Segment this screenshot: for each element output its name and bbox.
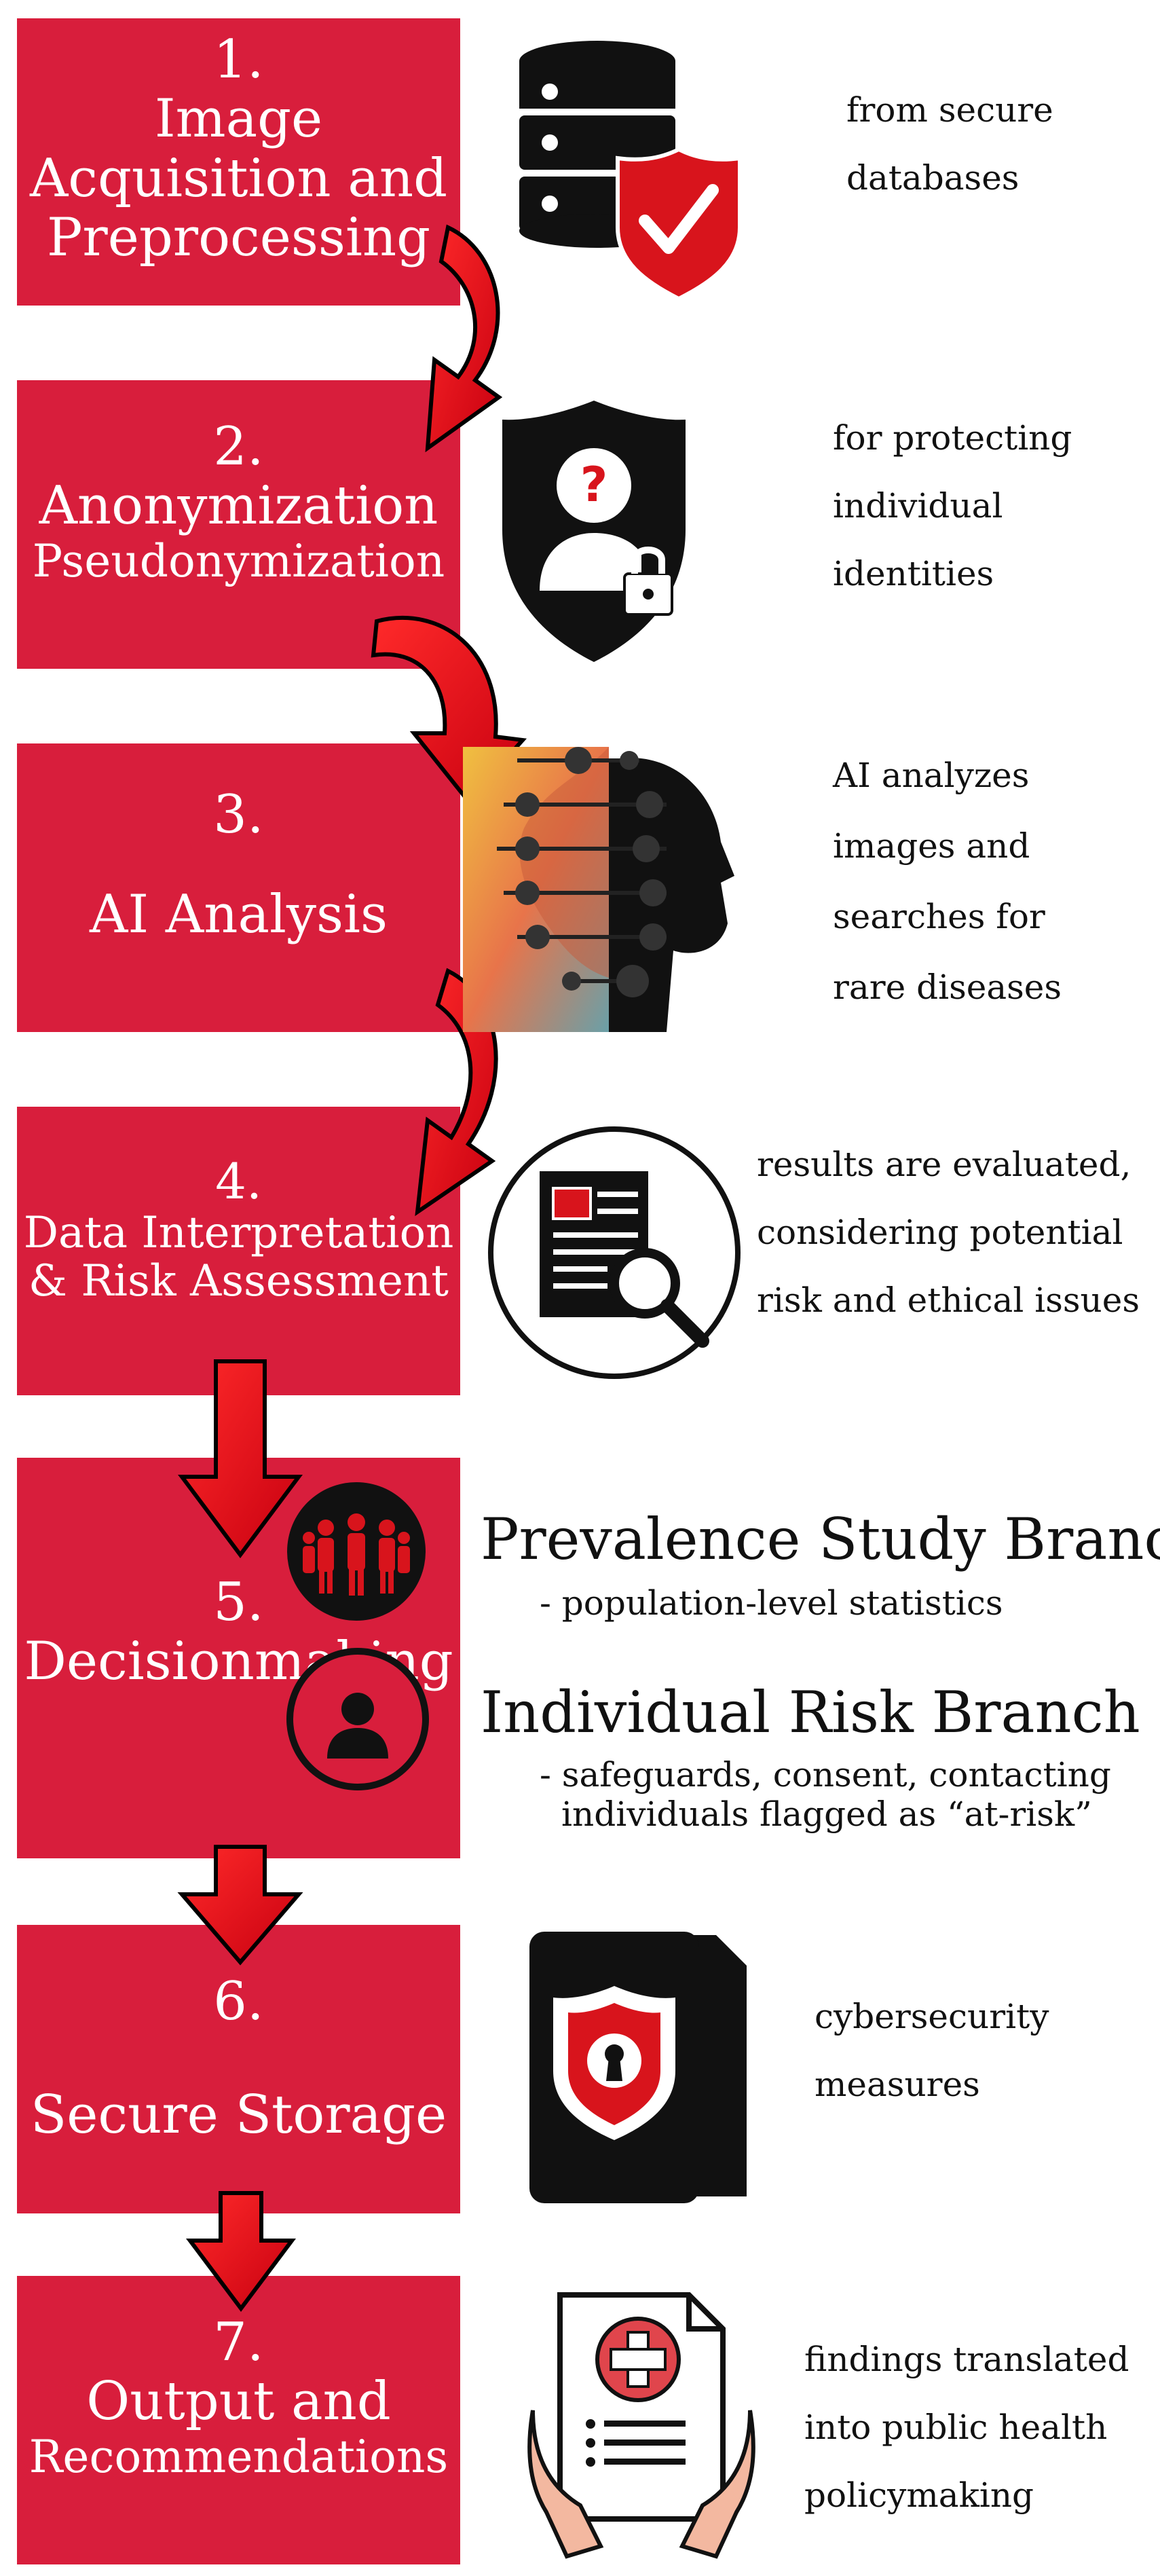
svg-text:?: ? [580,457,608,513]
step-3-description-line-1: AI analyzes [833,756,1030,795]
prevalence-branch-title: Prevalence Study Branch [481,1506,1160,1572]
down-arrow-5-to-6 [177,1845,303,1966]
individual-risk-branch-detail-line-2: individuals flagged as “at-risk” [561,1795,1092,1834]
step-7-box: 7. Output and Recommendations [17,2276,460,2564]
step-1-box: 1. Image Acquisition and Preprocessing [17,18,460,306]
step-4-description-line-3: risk and ethical issues [757,1281,1140,1320]
step-7-title-line-1: Output and [86,2371,391,2433]
face-scan-image-icon [463,747,755,1032]
step-1-number: 1. [213,29,264,90]
step-3-description-line-3: searches for [833,897,1045,936]
step-7-description: findings translated into public health p… [804,2325,1129,2529]
step-2-description-line-3: identities [833,554,994,593]
step-4-box: 4. Data Interpretation & Risk Assessment [17,1107,460,1395]
document-magnifier-icon [488,1126,741,1379]
curved-arrow-1-to-2 [425,224,503,453]
step-4-description: results are evaluated, considering poten… [757,1130,1140,1334]
step-2-title-line-2: Pseudonymization [32,534,445,587]
step-2-title-line-1: Anonymization [39,475,438,537]
step-6-description-line-1: cybersecurity [815,1997,1049,2036]
step-1-description: from secure databases [846,76,1053,212]
step-6-title-line-1: Secure Storage [30,2084,447,2146]
prevalence-branch-detail: - population-level statistics [540,1583,1003,1623]
medical-report-hands-icon [527,2292,755,2559]
down-arrow-6-to-7 [186,2191,296,2312]
lock-shield-folder-icon [529,1932,747,2203]
step-6-number: 6. [213,1971,264,2032]
step-4-description-line-1: results are evaluated, [757,1145,1131,1184]
step-4-title-line-1: Data Interpretation [23,1207,454,1258]
person-icon [286,1648,429,1790]
step-1-title-line-3: Preprocessing [46,207,431,269]
step-7-title-line-2: Recommendations [29,2430,449,2483]
step-2-description-line-2: individual [833,486,1003,526]
step-3-description-line-4: rare diseases [833,968,1062,1007]
step-7-description-line-3: policymaking [804,2476,1034,2515]
step-5-number: 5. [213,1572,264,1633]
step-7-description-line-1: findings translated [804,2340,1129,2379]
step-2-description: for protecting individual identities [833,404,1072,608]
step-7-description-line-2: into public health [804,2408,1108,2447]
step-4-description-line-2: considering potential [757,1213,1123,1252]
step-1-title-line-2: Acquisition and [29,147,448,209]
step-4-title-line-2: & Risk Assessment [29,1256,449,1307]
step-2-number: 2. [213,416,264,477]
step-3-description: AI analyzes images and searches for rare… [833,740,1062,1023]
prevalence-branch-detail-line-1: - population-level statistics [540,1583,1003,1623]
step-7-number: 7. [213,2312,264,2373]
group-people-icon [287,1482,426,1621]
step-1-description-line-1: from secure [846,90,1053,130]
step-6-description: cybersecurity measures [815,1983,1049,2118]
step-6-description-line-2: measures [815,2065,980,2104]
step-3-number: 3. [213,784,264,845]
step-6-box: 6. Secure Storage [17,1925,460,2213]
step-4-number: 4. [215,1153,262,1210]
database-shield-check-icon [519,41,742,301]
individual-risk-branch-detail-line-1: - safeguards, consent, contacting [540,1755,1111,1795]
anonymous-user-shield-icon: ? [502,401,686,662]
step-1-title-line-1: Image [154,88,323,150]
step-3-box: 3. AI Analysis [17,743,460,1032]
step-1-description-line-2: databases [846,158,1019,198]
step-3-title-line-1: AI Analysis [89,884,388,946]
step-2-box: 2. Anonymization Pseudonymization [17,380,460,669]
down-arrow-4-to-5 [178,1359,303,1559]
step-2-description-line-1: for protecting [833,418,1072,458]
individual-risk-branch-title: Individual Risk Branch [481,1679,1140,1746]
individual-risk-branch-detail: - safeguards, consent, contacting indivi… [540,1755,1111,1834]
step-3-description-line-2: images and [833,826,1030,866]
